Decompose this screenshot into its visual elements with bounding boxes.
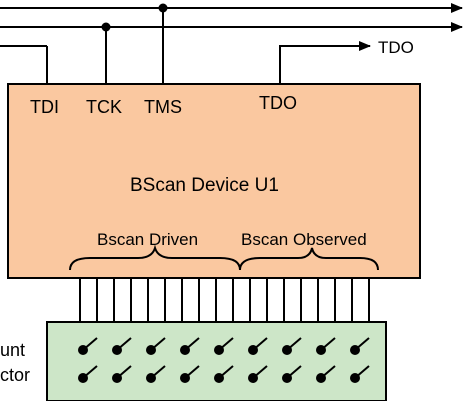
pin-label-tdi: TDI	[30, 97, 59, 117]
contact-switch-line	[116, 365, 132, 379]
driven-group-brace	[69, 244, 241, 271]
connector-label-line1: unt	[0, 340, 25, 360]
tck-junction-dot	[101, 22, 111, 32]
contact-switch-line	[184, 365, 200, 379]
contact-switch-line	[218, 365, 234, 379]
contact-switch-line	[286, 365, 302, 379]
jtag-bus	[0, 3, 463, 84]
tms-junction-dot	[158, 3, 168, 13]
contact-switch-line	[252, 337, 268, 351]
contact-switch-line	[150, 337, 166, 351]
contact-switch-line	[252, 365, 268, 379]
bscan-device-box	[7, 83, 421, 279]
connector-body	[46, 321, 387, 401]
contact-switch-line	[82, 365, 98, 379]
contact-switch-line	[320, 365, 336, 379]
contact-switch-line	[218, 337, 234, 351]
device-title: BScan Device U1	[130, 175, 279, 196]
pin-label-tck: TCK	[86, 97, 122, 117]
connector-contacts	[78, 337, 370, 383]
bscan-driven-label: Bscan Driven	[97, 230, 198, 249]
contact-switch-line	[116, 337, 132, 351]
contact-switch-line	[150, 365, 166, 379]
contact-switch-line	[184, 337, 200, 351]
contact-switch-line	[82, 337, 98, 351]
bscan-pin-wires	[79, 278, 370, 322]
bscan-observed-label: Bscan Observed	[241, 230, 367, 249]
pin-label-tms: TMS	[144, 97, 182, 117]
pin-label-tdo: TDO	[259, 93, 297, 113]
tdo-output-label: TDO	[378, 38, 414, 57]
tdo-out-line	[279, 41, 371, 84]
contact-switch-line	[354, 365, 370, 379]
connector-label-line2: ctor	[0, 365, 30, 385]
contact-switch-line	[286, 337, 302, 351]
observed-group-brace	[239, 247, 379, 271]
contact-switch-line	[354, 337, 370, 351]
contact-switch-line	[320, 337, 336, 351]
